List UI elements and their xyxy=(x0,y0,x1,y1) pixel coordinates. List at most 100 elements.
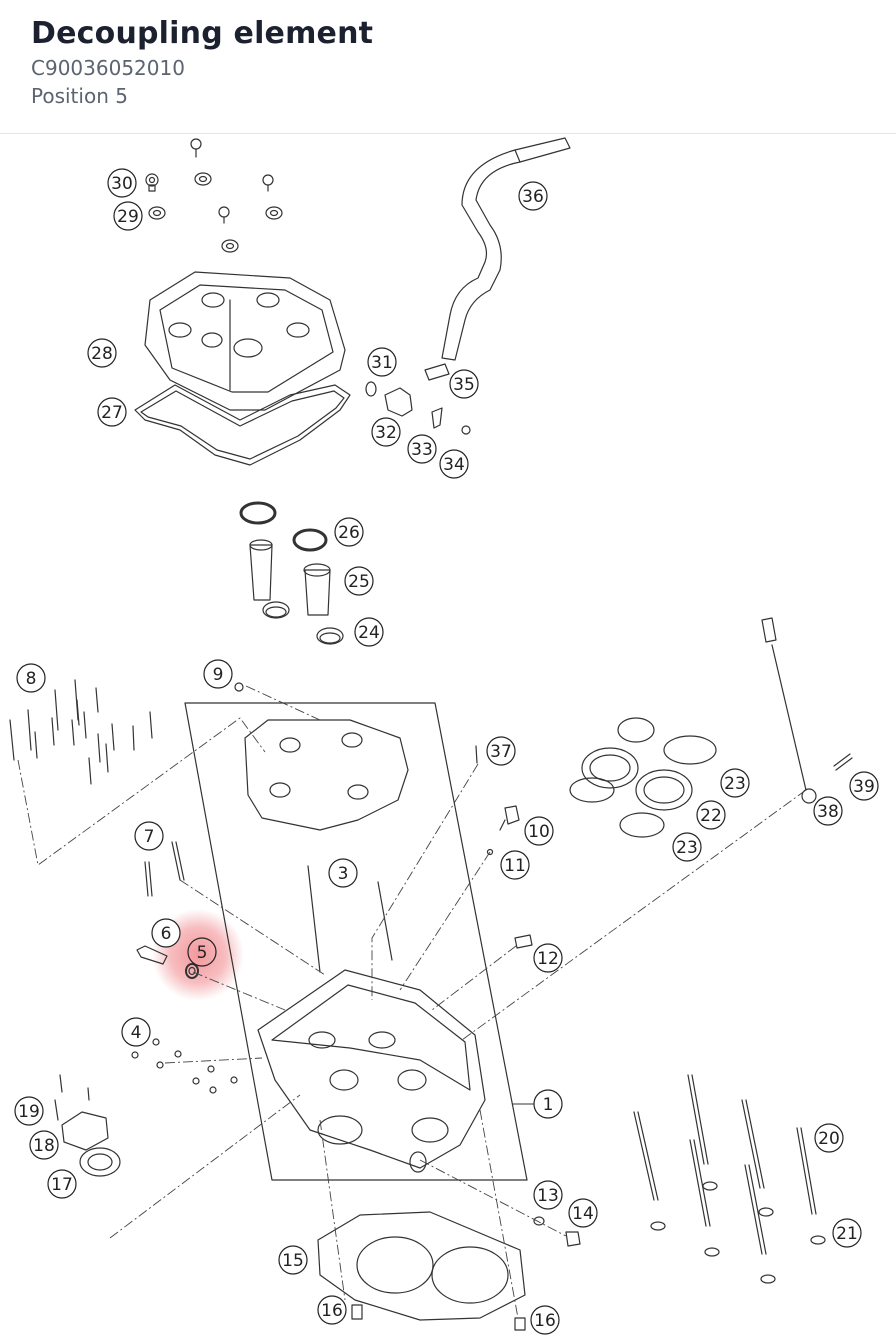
callout-38[interactable]: 38 xyxy=(813,796,843,826)
callout-label: 30 xyxy=(111,174,133,194)
callout-label: 23 xyxy=(676,838,698,858)
callout-circle xyxy=(439,449,469,479)
callout-circle xyxy=(407,434,437,464)
callout-35[interactable]: 35 xyxy=(449,369,479,399)
callout-36[interactable]: 36 xyxy=(518,181,548,211)
callout-label: 4 xyxy=(131,1023,142,1043)
callout-circle xyxy=(672,832,702,862)
page-title: Decoupling element xyxy=(31,16,374,51)
callout-27[interactable]: 27 xyxy=(97,397,127,427)
callout-label: 27 xyxy=(101,403,123,423)
callout-circle xyxy=(278,1245,308,1275)
callout-8[interactable]: 8 xyxy=(16,663,46,693)
callout-5[interactable]: 5 xyxy=(187,937,217,967)
callout-label: 6 xyxy=(161,924,172,944)
callout-label: 21 xyxy=(836,1224,858,1244)
callout-circle xyxy=(29,1130,59,1160)
callout-15[interactable]: 15 xyxy=(278,1245,308,1275)
callout-34[interactable]: 34 xyxy=(439,449,469,479)
callout-label: 24 xyxy=(358,623,380,643)
leader-lines xyxy=(17,685,807,1319)
callout-label: 17 xyxy=(51,1175,73,1195)
callout-23b[interactable]: 23 xyxy=(672,832,702,862)
callout-label: 16 xyxy=(321,1301,343,1321)
callout-circle xyxy=(203,659,233,689)
callout-label: 37 xyxy=(490,742,512,762)
callout-circle xyxy=(367,347,397,377)
callout-4[interactable]: 4 xyxy=(121,1017,151,1047)
callout-31[interactable]: 31 xyxy=(367,347,397,377)
callout-circle xyxy=(334,517,364,547)
callout-17[interactable]: 17 xyxy=(47,1169,77,1199)
callout-16b[interactable]: 16 xyxy=(530,1305,560,1335)
callout-23[interactable]: 23 xyxy=(720,768,750,798)
callout-label: 38 xyxy=(817,802,839,822)
callout-25[interactable]: 25 xyxy=(344,566,374,596)
callout-3[interactable]: 3 xyxy=(328,858,358,888)
callout-39[interactable]: 39 xyxy=(849,771,879,801)
callout-13[interactable]: 13 xyxy=(533,1180,563,1210)
callout-14[interactable]: 14 xyxy=(568,1198,598,1228)
callout-label: 23 xyxy=(724,774,746,794)
callout-11[interactable]: 11 xyxy=(500,850,530,880)
callout-circle xyxy=(832,1218,862,1248)
callout-32[interactable]: 32 xyxy=(371,417,401,447)
callout-label: 16 xyxy=(534,1311,556,1331)
callout-label: 11 xyxy=(504,856,526,876)
callout-label: 1 xyxy=(543,1095,554,1115)
callout-circle xyxy=(16,663,46,693)
callout-24[interactable]: 24 xyxy=(354,617,384,647)
callout-22[interactable]: 22 xyxy=(696,800,726,830)
callout-circle xyxy=(500,850,530,880)
callout-circle xyxy=(107,168,137,198)
callout-label: 20 xyxy=(818,1129,840,1149)
callout-6[interactable]: 6 xyxy=(151,918,181,948)
callout-21[interactable]: 21 xyxy=(832,1218,862,1248)
callout-label: 33 xyxy=(411,440,433,460)
position-text: Position 5 xyxy=(31,84,128,108)
callout-circle xyxy=(47,1169,77,1199)
callout-label: 35 xyxy=(453,375,475,395)
callout-label: 28 xyxy=(91,344,113,364)
callout-circle xyxy=(121,1017,151,1047)
callout-circle xyxy=(317,1295,347,1325)
callout-circle xyxy=(354,617,384,647)
part-number: C90036052010 xyxy=(31,56,185,80)
callout-label: 32 xyxy=(375,423,397,443)
callout-circle xyxy=(849,771,879,801)
callout-28[interactable]: 28 xyxy=(87,338,117,368)
callout-26[interactable]: 26 xyxy=(334,517,364,547)
callout-19[interactable]: 19 xyxy=(14,1096,44,1126)
callout-18[interactable]: 18 xyxy=(29,1130,59,1160)
callout-circle xyxy=(449,369,479,399)
callout-label: 14 xyxy=(572,1204,594,1224)
callout-circle xyxy=(524,816,554,846)
callout-16[interactable]: 16 xyxy=(317,1295,347,1325)
callout-33[interactable]: 33 xyxy=(407,434,437,464)
callout-30[interactable]: 30 xyxy=(107,168,137,198)
callout-37[interactable]: 37 xyxy=(486,736,516,766)
callout-circle xyxy=(568,1198,598,1228)
header: Decoupling element C90036052010 Position… xyxy=(0,0,896,134)
callout-circle xyxy=(87,338,117,368)
callout-9[interactable]: 9 xyxy=(203,659,233,689)
callout-circle xyxy=(113,201,143,231)
callout-circle xyxy=(371,417,401,447)
callout-circle xyxy=(134,821,164,851)
callout-label: 34 xyxy=(443,455,465,475)
callout-circle xyxy=(533,1180,563,1210)
callout-circle xyxy=(533,1089,563,1119)
callout-label: 7 xyxy=(144,827,155,847)
callout-12[interactable]: 12 xyxy=(533,943,563,973)
callout-29[interactable]: 29 xyxy=(113,201,143,231)
callout-10[interactable]: 10 xyxy=(524,816,554,846)
callout-label: 3 xyxy=(338,864,349,884)
callout-circle xyxy=(187,937,217,967)
callout-20[interactable]: 20 xyxy=(814,1123,844,1153)
callout-7[interactable]: 7 xyxy=(134,821,164,851)
callout-label: 26 xyxy=(338,523,360,543)
callout-circle xyxy=(328,858,358,888)
callout-1[interactable]: 1 xyxy=(533,1089,563,1119)
